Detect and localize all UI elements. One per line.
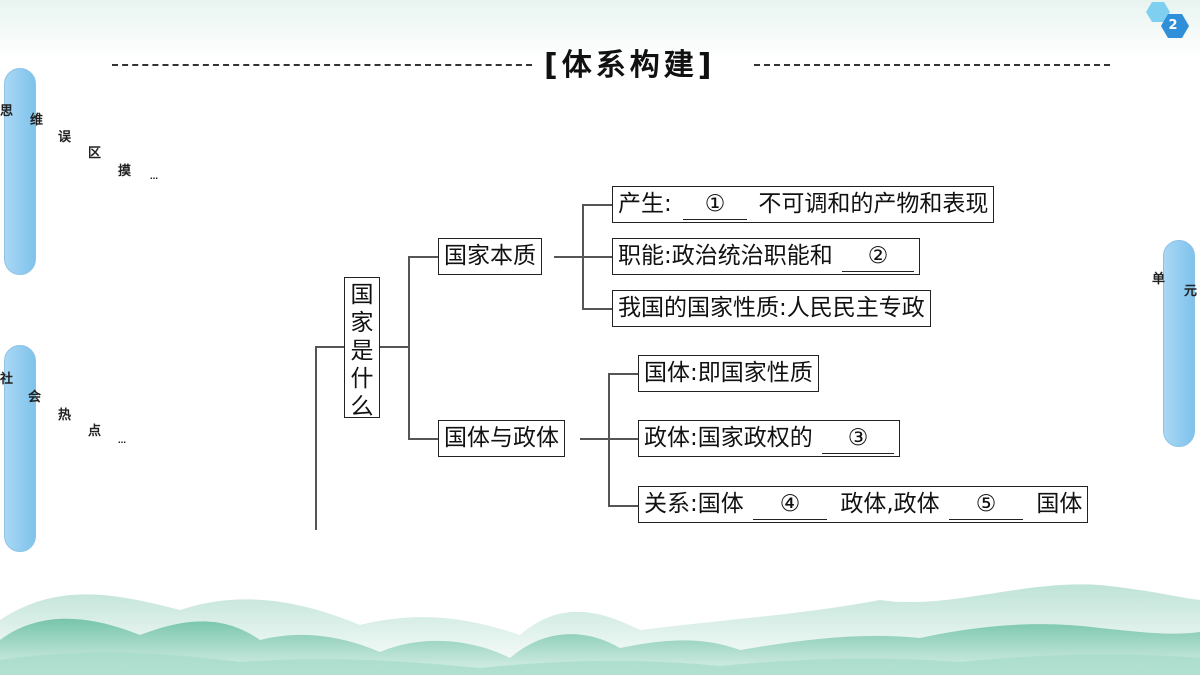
- branch2-out-link: [580, 438, 608, 440]
- item-prefix: 政体:国家政权的: [644, 425, 813, 451]
- right-tab-char: 单: [1152, 272, 1166, 287]
- left-tab-thinking[interactable]: [4, 68, 36, 275]
- left-tab2-char: 社: [0, 372, 14, 387]
- left-tab2-char: 热: [58, 408, 72, 423]
- left-tab-social[interactable]: [4, 345, 36, 552]
- branch-bracket: [408, 256, 410, 439]
- item-nature: 我国的国家性质:人民民主专政: [612, 290, 931, 327]
- tree-root-box: 国家是什么: [344, 277, 380, 420]
- page-number-badge-icon: [1146, 2, 1189, 38]
- item-government: 政体:国家政权的 ③: [638, 420, 901, 457]
- answer-blank[interactable]: ⑤: [949, 489, 1023, 520]
- right-tab-unit[interactable]: [1163, 240, 1195, 447]
- branch1-out-link: [554, 256, 582, 258]
- branch1-item-link: [582, 204, 612, 206]
- branch1-item-link: [582, 256, 612, 258]
- left-tab2-char: 会: [28, 390, 42, 405]
- item-origin: 产生: ① 不可调和的产物和表现: [612, 186, 995, 223]
- mountain-landscape-icon: [0, 584, 1200, 675]
- root-left-link: [315, 346, 344, 348]
- tree-root-label: 国家是什么: [350, 282, 374, 420]
- item-prefix: 职能:政治统治职能和: [618, 243, 833, 269]
- root-right-link: [380, 346, 408, 348]
- item-prefix: 关系:国体: [644, 491, 744, 517]
- item-state-system: 国体:即国家性质: [638, 355, 819, 392]
- root-stem-line: [315, 346, 317, 530]
- heading-dash-left: [112, 64, 532, 66]
- answer-blank[interactable]: ②: [842, 241, 915, 272]
- branch-box-form: 国体与政体: [438, 420, 565, 457]
- right-tab-char: 元: [1184, 284, 1198, 299]
- branch-link-1: [408, 256, 438, 258]
- branch-box-essence: 国家本质: [438, 238, 542, 275]
- item-prefix: 国体:即国家性质: [644, 360, 813, 386]
- item-prefix: 我国的国家性质:人民民主专政: [618, 295, 925, 321]
- top-background-wash: [0, 0, 1200, 60]
- section-heading: [体系构建]: [544, 48, 716, 83]
- left-tab1-char: 区: [88, 146, 102, 161]
- item-relation: 关系:国体 ④ 政体,政体 ⑤ 国体: [638, 486, 1089, 523]
- left-tab2-char: 点: [88, 424, 102, 439]
- answer-blank[interactable]: ①: [683, 189, 748, 220]
- branch2-item-link: [608, 505, 638, 507]
- page-number: 2: [1168, 18, 1178, 33]
- branch-label: 国体与政体: [444, 425, 559, 451]
- left-tab1-char: 思: [0, 104, 14, 119]
- left-tab1-char: 误: [58, 130, 72, 145]
- item-middle: 政体,政体: [840, 491, 940, 517]
- answer-blank[interactable]: ④: [753, 489, 828, 520]
- branch2-item-link: [608, 438, 638, 440]
- branch-label: 国家本质: [444, 243, 536, 269]
- branch1-item-link: [582, 308, 612, 310]
- branch-link-2: [408, 438, 438, 440]
- item-prefix: 产生:: [618, 191, 672, 217]
- answer-blank[interactable]: ③: [822, 423, 895, 454]
- item-suffix: 不可调和的产物和表现: [758, 191, 989, 217]
- branch2-item-link: [608, 373, 638, 375]
- left-tab2-char: …: [118, 436, 126, 445]
- item-suffix: 国体: [1036, 491, 1083, 517]
- heading-dash-right: [754, 64, 1110, 66]
- left-tab1-char: …: [150, 172, 158, 181]
- item-function: 职能:政治统治职能和 ②: [612, 238, 921, 275]
- left-tab1-char: 维: [30, 113, 44, 128]
- left-tab1-char: 摸: [118, 164, 132, 179]
